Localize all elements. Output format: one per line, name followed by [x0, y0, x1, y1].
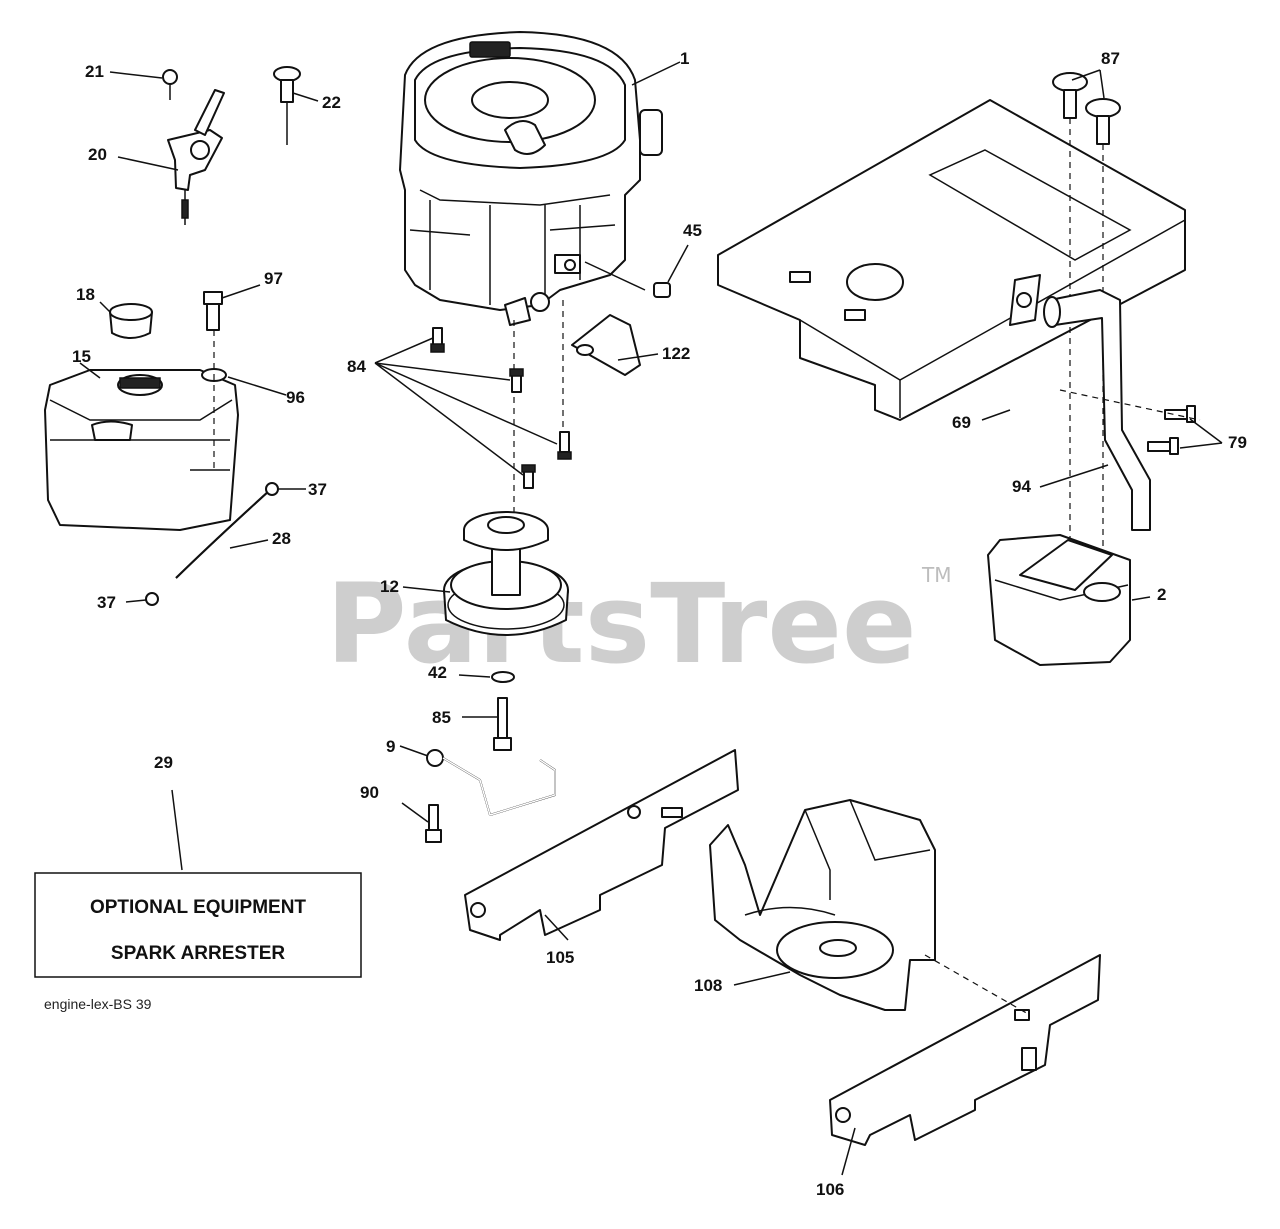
- shroud-108-part[interactable]: [709, 799, 936, 1011]
- callout-122[interactable]: 122: [662, 344, 690, 363]
- callout-1[interactable]: 1: [680, 49, 689, 68]
- callout-106[interactable]: 106: [816, 1180, 844, 1199]
- callout-42[interactable]: 42: [428, 663, 447, 682]
- callout-84[interactable]: 84: [347, 357, 366, 376]
- fuel-tank-15-part[interactable]: [44, 369, 239, 531]
- callout-79[interactable]: 79: [1228, 433, 1247, 452]
- callout-87[interactable]: 87: [1101, 49, 1120, 68]
- screws-79-part[interactable]: [1147, 405, 1196, 455]
- knobs-87-part[interactable]: [1052, 72, 1121, 145]
- callouts: 1 2 9 12 15 18 20 21 22 28 29 37 37 42 4…: [72, 49, 1247, 1199]
- bolt-85-part[interactable]: [493, 697, 512, 751]
- optional-equipment-box: OPTIONAL EQUIPMENT SPARK ARRESTER: [34, 872, 362, 978]
- throttle-control-part[interactable]: [167, 89, 225, 225]
- callout-105[interactable]: 105: [546, 948, 574, 967]
- clamp-37-upper-part[interactable]: [265, 482, 279, 496]
- muffler-2-part[interactable]: [987, 534, 1131, 666]
- choke-knob-22-part[interactable]: [273, 66, 301, 145]
- callout-90[interactable]: 90: [360, 783, 379, 802]
- callout-20[interactable]: 20: [88, 145, 107, 164]
- optional-equipment-label: OPTIONAL EQUIPMENT: [90, 897, 306, 918]
- shield-105-part[interactable]: [464, 749, 739, 941]
- pulley-12-part[interactable]: [443, 511, 569, 636]
- engine-part[interactable]: [399, 31, 663, 326]
- screw-21-part[interactable]: [162, 69, 178, 100]
- leader-lines: [79, 61, 1223, 1176]
- bolts-84-part[interactable]: [430, 327, 572, 489]
- callout-18[interactable]: 18: [76, 285, 95, 304]
- bolt-90-part[interactable]: [425, 804, 442, 843]
- callout-9[interactable]: 9: [386, 737, 395, 756]
- spark-arrester-label: SPARK ARRESTER: [111, 943, 285, 964]
- callout-2[interactable]: 2: [1157, 585, 1166, 604]
- callout-69[interactable]: 69: [952, 413, 971, 432]
- watermark-trademark: TM: [921, 563, 951, 587]
- gasket-69-part[interactable]: [1009, 274, 1041, 326]
- callout-12[interactable]: 12: [380, 577, 399, 596]
- callout-37-lower[interactable]: 37: [97, 593, 116, 612]
- bolt-97-part[interactable]: [203, 291, 223, 331]
- callout-94[interactable]: 94: [1012, 477, 1031, 496]
- nut-45-part[interactable]: [653, 282, 671, 298]
- callout-97[interactable]: 97: [264, 269, 283, 288]
- clamp-37-lower-part[interactable]: [145, 592, 159, 606]
- callout-15[interactable]: 15: [72, 347, 91, 366]
- washer-42-part[interactable]: [491, 671, 515, 683]
- rod-9-part[interactable]: [426, 749, 556, 816]
- callout-108[interactable]: 108: [694, 976, 722, 995]
- callout-21[interactable]: 21: [85, 62, 104, 81]
- frame-part[interactable]: [717, 99, 1186, 421]
- watermark-text: PartsTree: [326, 560, 917, 688]
- callout-28[interactable]: 28: [272, 529, 291, 548]
- plate-106-part[interactable]: [829, 954, 1101, 1146]
- callout-29[interactable]: 29: [154, 753, 173, 772]
- exhaust-pipe-94-part[interactable]: [1043, 289, 1151, 531]
- callout-22[interactable]: 22: [322, 93, 341, 112]
- fuel-cap-18-part[interactable]: [109, 303, 153, 339]
- oil-drain-122-part[interactable]: [530, 292, 641, 376]
- callout-45[interactable]: 45: [683, 221, 702, 240]
- drawing-code: engine-lex-BS 39: [44, 996, 152, 1012]
- callout-96[interactable]: 96: [286, 388, 305, 407]
- callout-85[interactable]: 85: [432, 708, 451, 727]
- callout-37-upper[interactable]: 37: [308, 480, 327, 499]
